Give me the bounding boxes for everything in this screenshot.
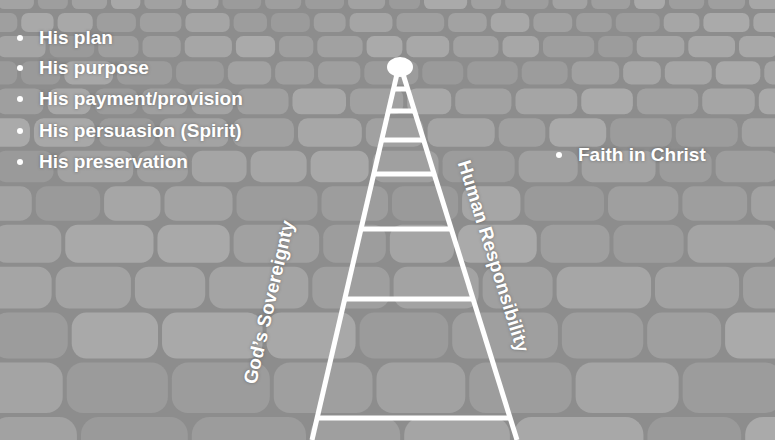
bullet-text: His plan xyxy=(39,27,113,50)
bullet-dot xyxy=(17,159,23,165)
ladder-rung xyxy=(382,138,424,143)
bullet-item: His preservation xyxy=(17,151,188,174)
ladder-rung xyxy=(317,416,510,421)
bullet-dot xyxy=(17,96,23,102)
bullet-text: Faith in Christ xyxy=(578,144,706,167)
bullet-item: His payment/provision xyxy=(17,88,243,111)
bullet-item: Faith in Christ xyxy=(556,144,706,167)
bullet-dot xyxy=(556,152,562,158)
ladder-rung xyxy=(374,172,434,177)
ladder-rung xyxy=(361,227,451,232)
axis-label: Human Responsibility xyxy=(454,157,534,354)
bullet-text: His persuasion (Spirit) xyxy=(39,120,242,143)
ladder-rung xyxy=(388,109,414,114)
rotated-label: God’s Sovereignty xyxy=(240,218,300,386)
bullet-item: His persuasion (Spirit) xyxy=(17,120,242,143)
ladder-left-rail xyxy=(312,74,397,440)
bullet-dot xyxy=(17,65,23,71)
bullet-text: His preservation xyxy=(39,151,188,174)
axis-label: God’s Sovereignty xyxy=(240,218,299,386)
bullet-text: His payment/provision xyxy=(39,88,243,111)
bullet-dot xyxy=(17,128,23,134)
ladder-rung xyxy=(394,87,408,92)
bullet-item: His plan xyxy=(17,27,113,50)
rotated-label: Human Responsibility xyxy=(452,157,533,354)
bullet-dot xyxy=(17,35,23,41)
bullet-text: His purpose xyxy=(39,57,149,80)
ladder-rung xyxy=(345,297,473,302)
bullet-item: His purpose xyxy=(17,57,149,80)
ladder-top-oval xyxy=(387,57,413,77)
